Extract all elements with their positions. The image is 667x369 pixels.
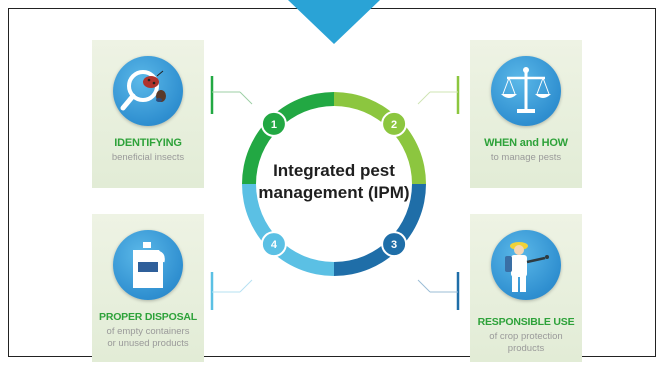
step-card-proper-disposal: PROPER DISPOSAL of empty containers or u…	[92, 214, 204, 362]
step-subtitle: to manage pests	[490, 152, 562, 163]
step-number-text: 3	[391, 239, 397, 251]
top-arrow-icon	[288, 0, 380, 44]
step-card-identifying: IDENTIFYING beneficial insects	[92, 40, 204, 188]
balance-scale-icon	[491, 56, 561, 126]
step-card-responsible-use: RESPONSIBLE USE of crop protection produ…	[470, 214, 582, 362]
step-title: RESPONSIBLE USE	[477, 316, 575, 328]
step-number-text: 2	[391, 119, 397, 131]
step-subtitle: of crop protection products	[489, 331, 563, 354]
center-title-line-1: Integrated pest	[273, 161, 395, 180]
step-number-badge-4: 4	[260, 231, 287, 258]
magnifier-insects-icon	[113, 56, 183, 126]
container-jug-icon	[113, 230, 183, 300]
sprayer-person-icon	[491, 230, 561, 300]
ring-segment-1	[242, 92, 334, 184]
step-number-text: 1	[271, 119, 277, 131]
step-number-badge-1: 1	[260, 110, 287, 137]
step-subtitle: of empty containers or unused products	[106, 326, 190, 349]
step-title: PROPER DISPOSAL	[99, 311, 197, 323]
ipm-cycle-ring: 1 2 3 4	[236, 86, 432, 282]
ring-segment-2	[334, 92, 426, 184]
step-number-text: 4	[271, 239, 278, 251]
center-title-line-2: management (IPM)	[258, 183, 410, 202]
step-subtitle: beneficial insects	[111, 152, 185, 163]
step-number-badge-2: 2	[381, 110, 408, 137]
ring-segment-4	[242, 184, 334, 276]
step-card-when-and-how: WHEN and HOW to manage pests	[470, 40, 582, 188]
center-title: Integrated pest management (IPM)	[236, 160, 432, 204]
step-number-badge-3: 3	[381, 231, 408, 258]
step-title: IDENTIFYING	[114, 137, 182, 149]
step-title: WHEN and HOW	[484, 137, 568, 149]
ring-segment-3	[334, 184, 426, 276]
